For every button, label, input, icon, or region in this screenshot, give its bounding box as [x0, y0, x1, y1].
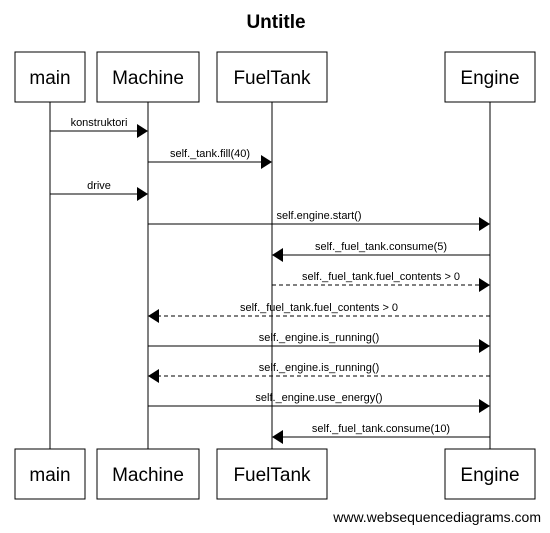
message-arrowhead-8 — [479, 339, 490, 353]
message-arrowhead-10 — [479, 399, 490, 413]
message-arrowhead-1 — [137, 124, 148, 138]
message-arrowhead-9 — [148, 369, 159, 383]
message-arrowhead-3 — [137, 187, 148, 201]
message-label-2: self._tank.fill(40) — [170, 148, 250, 160]
message-label-9: self._engine.is_running() — [259, 362, 379, 374]
message-label-11: self._fuel_tank.consume(10) — [312, 423, 450, 435]
diagram-title: Untitle — [246, 12, 305, 33]
message-label-1: konstruktori — [71, 117, 128, 129]
watermark-text: www.websequencediagrams.com — [332, 509, 541, 525]
message-arrowhead-4 — [479, 217, 490, 231]
participant-box-fueltank-bottom — [216, 448, 328, 500]
lifelines — [49, 102, 491, 449]
message-label-7: self._fuel_tank.fuel_contents > 0 — [240, 302, 398, 314]
participant-box-machine-bottom — [96, 448, 200, 500]
participant-label-machine-top: Machine — [112, 68, 184, 89]
participant-box-engine-bottom — [444, 448, 536, 500]
message-arrowhead-7 — [148, 309, 159, 323]
participant-label-engine-bottom: Engine — [460, 465, 519, 486]
participant-box-machine-top — [96, 51, 200, 103]
message-label-3: drive — [87, 180, 111, 192]
message-label-6: self._fuel_tank.fuel_contents > 0 — [302, 271, 460, 283]
message-label-4: self.engine.start() — [277, 210, 362, 222]
participant-box-engine-top — [444, 51, 536, 103]
participant-label-engine-top: Engine — [460, 68, 519, 89]
participant-label-main-bottom: main — [29, 465, 70, 486]
message-label-8: self._engine.is_running() — [259, 332, 379, 344]
messages: konstruktori self._tank.fill(40)drive self… — [50, 117, 490, 444]
participant-label-main-top: main — [29, 68, 70, 89]
participant-box-main-bottom — [14, 448, 86, 500]
participant-box-fueltank-top — [216, 51, 328, 103]
participants: mainmainMachineMachineFuelTankFuelTankEn… — [14, 51, 536, 500]
message-label-5: self._fuel_tank.consume(5) — [315, 241, 447, 253]
message-arrowhead-5 — [272, 248, 283, 262]
message-label-10: self._engine.use_energy() — [255, 392, 382, 404]
message-arrowhead-6 — [479, 278, 490, 292]
message-arrowhead-2 — [261, 155, 272, 169]
participant-box-main-top — [14, 51, 86, 103]
message-arrowhead-11 — [272, 430, 283, 444]
participant-label-machine-bottom: Machine — [112, 465, 184, 486]
participant-label-fueltank-top: FuelTank — [233, 68, 311, 89]
participant-label-fueltank-bottom: FuelTank — [233, 465, 311, 486]
